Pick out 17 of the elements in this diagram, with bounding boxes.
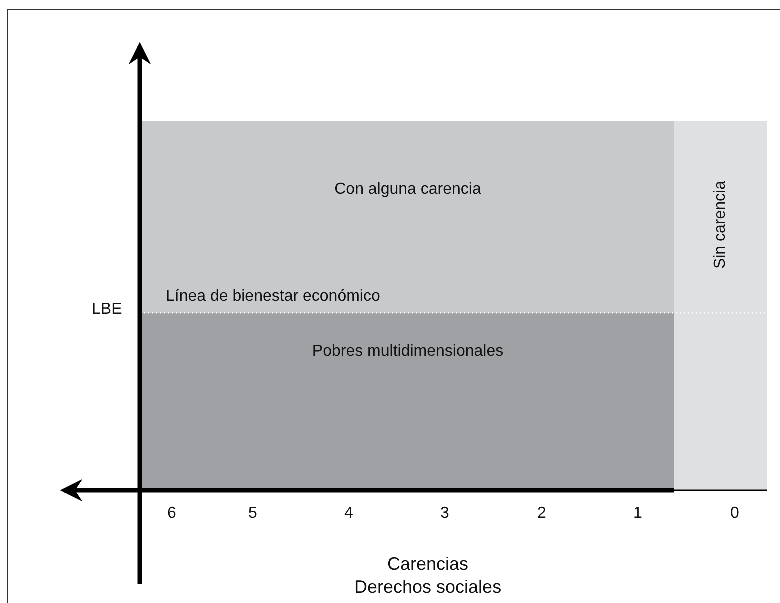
tick-label: 6	[168, 505, 176, 524]
region-band	[142, 121, 674, 313]
tick-label: 1	[634, 505, 642, 524]
axis-title: Carencias	[388, 554, 469, 575]
tick-label: 5	[248, 505, 258, 524]
tick-label: 2	[538, 505, 546, 524]
axis-tick-label: LBE	[92, 301, 122, 320]
threshold-label: Línea de bienestar económico	[166, 288, 380, 306]
region-band	[142, 313, 674, 490]
region-label: Sin carencia	[712, 181, 730, 270]
region-label: Con alguna carencia	[334, 181, 482, 199]
axis-title: Derechos sociales	[354, 577, 502, 598]
tick-label: 4	[344, 505, 354, 524]
tick-label: 0	[730, 505, 740, 524]
region-label: Pobres multidimensionales	[312, 342, 504, 360]
tick-label: 3	[440, 505, 450, 524]
region-band	[674, 121, 767, 490]
